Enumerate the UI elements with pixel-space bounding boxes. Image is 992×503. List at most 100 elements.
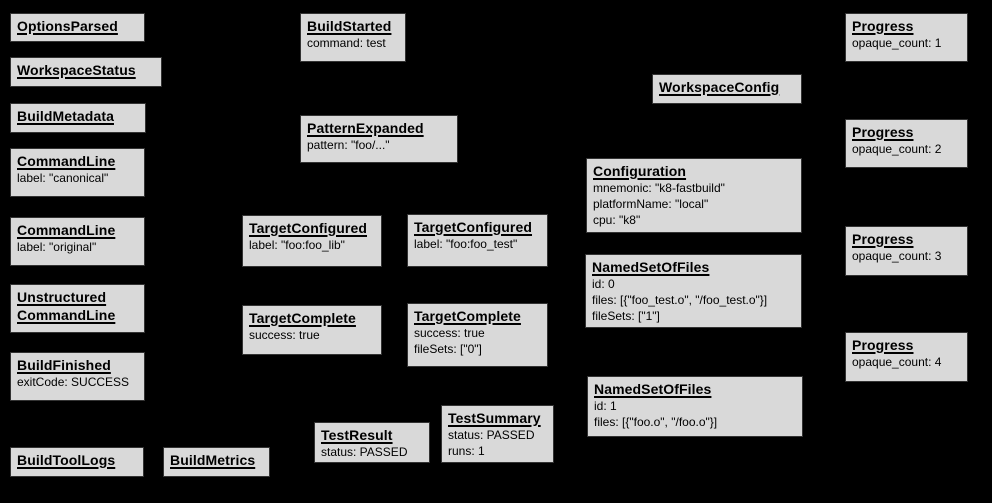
event-box-command-line-canonical: CommandLine label: "canonical" <box>10 148 145 197</box>
event-box-fields: id: 1 files: [{"foo.o", "/foo.o"}] <box>594 398 796 430</box>
event-box-title: CommandLine <box>17 152 138 170</box>
event-box-progress-4: Progress opaque_count: 4 <box>845 332 968 382</box>
event-title-text: WorkspaceConfig <box>659 79 780 95</box>
event-field: label: "canonical" <box>17 171 109 185</box>
event-title-text: NamedSetOfFiles <box>592 259 710 275</box>
event-title-text: BuildMetrics <box>170 452 256 468</box>
event-box-title: Configuration <box>593 162 795 180</box>
event-box-fields: opaque_count: 3 <box>852 248 961 264</box>
event-field: files: [{"foo.o", "/foo.o"}] <box>594 415 718 429</box>
event-box-title: BuildFinished <box>17 356 138 374</box>
event-box-title: BuildToolLogs <box>17 451 137 469</box>
event-title-text: TestResult <box>321 427 393 443</box>
event-box-progress-2: Progress opaque_count: 2 <box>845 119 968 168</box>
event-box-fields: pattern: "foo/..." <box>307 137 451 153</box>
event-field: fileSets: ["1"] <box>592 309 660 323</box>
event-field: command: test <box>307 36 386 50</box>
event-field: fileSets: ["0"] <box>414 342 482 356</box>
event-box-title: WorkspaceConfig <box>659 78 795 96</box>
event-title-text: CommandLine <box>17 307 116 323</box>
event-box-fields: label: "canonical" <box>17 170 138 186</box>
event-box-progress-1: Progress opaque_count: 1 <box>845 13 968 62</box>
event-box-fields: command: test <box>307 35 399 51</box>
event-box-title: NamedSetOfFiles <box>594 380 796 398</box>
event-title-text: Progress <box>852 337 914 353</box>
event-title-text: Unstructured <box>17 289 107 305</box>
event-box-target-configured-test: TargetConfigured label: "foo:foo_test" <box>407 214 548 267</box>
event-box-fields: mnemonic: "k8-fastbuild" platformName: "l… <box>593 180 795 228</box>
event-field: opaque_count: 4 <box>852 355 942 369</box>
event-field: opaque_count: 1 <box>852 36 942 50</box>
event-box-fields: opaque_count: 4 <box>852 354 961 370</box>
event-field: label: "foo:foo_lib" <box>249 238 345 252</box>
event-box-pattern-expanded: PatternExpanded pattern: "foo/..." <box>300 115 458 163</box>
event-title-text: WorkspaceStatus <box>17 62 136 78</box>
event-box-title: PatternExpanded <box>307 119 451 137</box>
event-field: label: "foo:foo_test" <box>414 237 518 251</box>
event-field: runs: 1 <box>448 444 485 458</box>
event-box-title: Progress <box>852 336 961 354</box>
event-box-title: OptionsParsed <box>17 17 138 35</box>
event-box-build-tool-logs: BuildToolLogs <box>10 447 144 477</box>
event-box-title: BuildMetrics <box>170 451 263 469</box>
event-box-target-configured-lib: TargetConfigured label: "foo:foo_lib" <box>242 215 382 267</box>
event-box-fields: label: "foo:foo_test" <box>414 236 541 252</box>
event-box-title: WorkspaceStatus <box>17 61 155 79</box>
event-box-fields: opaque_count: 2 <box>852 141 961 157</box>
event-box-command-line-original: CommandLine label: "original" <box>10 217 145 266</box>
event-box-title: TestResult <box>321 426 423 444</box>
event-box-build-metadata: BuildMetadata <box>10 103 146 133</box>
event-title-text: TargetConfigured <box>249 220 368 236</box>
event-title-text: TargetConfigured <box>414 219 533 235</box>
event-title-text: TargetComplete <box>414 308 521 324</box>
event-title-text: BuildStarted <box>307 18 392 34</box>
event-box-build-finished: BuildFinished exitCode: SUCCESS <box>10 352 145 401</box>
event-field: pattern: "foo/..." <box>307 138 390 152</box>
event-box-title: Progress <box>852 17 961 35</box>
event-box-named-set-of-files-1: NamedSetOfFiles id: 1 files: [{"foo.o", "… <box>587 376 803 437</box>
event-box-title: NamedSetOfFiles <box>592 258 795 276</box>
event-field: id: 1 <box>594 399 617 413</box>
event-title-text: Configuration <box>593 163 687 179</box>
event-title-text: BuildFinished <box>17 357 111 373</box>
event-field: success: true <box>249 328 320 342</box>
event-field: exitCode: SUCCESS <box>17 375 130 389</box>
event-title-text: Progress <box>852 124 914 140</box>
event-box-target-complete-test: TargetComplete success: true fileSets: ["… <box>407 303 548 367</box>
event-box-configuration: Configuration mnemonic: "k8-fastbuild" pl… <box>586 158 802 233</box>
event-title-text: TargetComplete <box>249 310 356 326</box>
event-title-text: Progress <box>852 231 914 247</box>
event-field: success: true <box>414 326 485 340</box>
event-box-fields: opaque_count: 1 <box>852 35 961 51</box>
event-field: mnemonic: "k8-fastbuild" <box>593 181 725 195</box>
event-box-title: TargetComplete <box>414 307 541 325</box>
event-box-title: CommandLine <box>17 221 138 239</box>
event-field: label: "original" <box>17 240 97 254</box>
event-box-fields: success: true <box>249 327 375 343</box>
event-field: opaque_count: 3 <box>852 249 942 263</box>
event-box-title: Progress <box>852 123 961 141</box>
event-field: id: 0 <box>592 277 615 291</box>
event-box-target-complete-lib: TargetComplete success: true <box>242 305 382 355</box>
event-title-text: BuildMetadata <box>17 108 114 124</box>
event-title-text: NamedSetOfFiles <box>594 381 712 397</box>
event-box-title: TargetConfigured <box>249 219 375 237</box>
event-box-title: Progress <box>852 230 961 248</box>
event-box-title: TargetConfigured <box>414 218 541 236</box>
event-title-text: BuildToolLogs <box>17 452 116 468</box>
event-box-build-metrics: BuildMetrics <box>163 447 270 477</box>
event-box-fields: exitCode: SUCCESS <box>17 374 138 390</box>
event-title-text: Progress <box>852 18 914 34</box>
event-box-build-started: BuildStarted command: test <box>300 13 406 62</box>
event-field: platformName: "local" <box>593 197 709 211</box>
event-box-title: TestSummary <box>448 409 547 427</box>
event-field: status: PASSED <box>321 445 408 459</box>
event-box-workspace-status: WorkspaceStatus <box>10 57 162 87</box>
event-box-test-result: TestResult status: PASSED <box>314 422 430 463</box>
event-box-title: TargetComplete <box>249 309 375 327</box>
